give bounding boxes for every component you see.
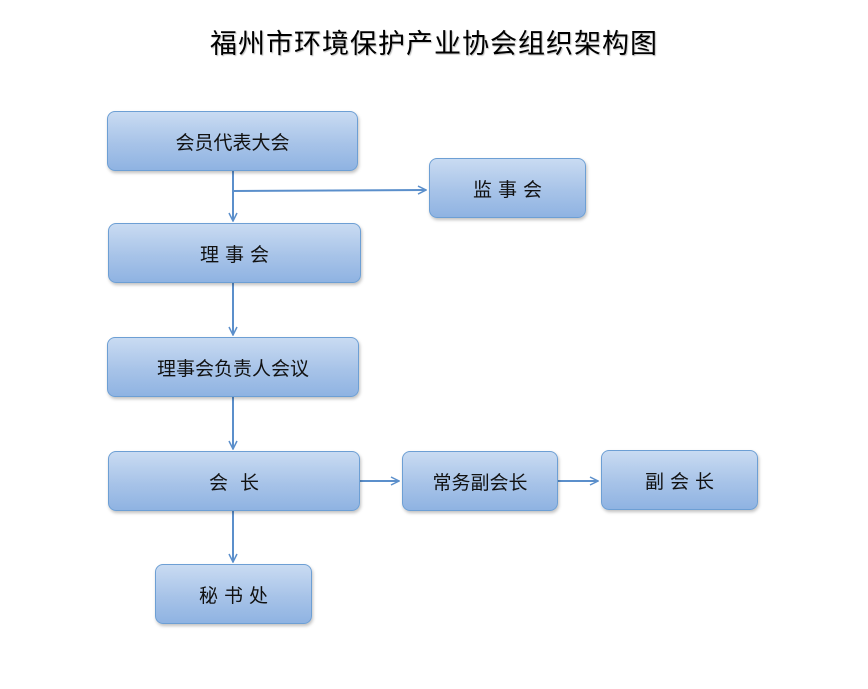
node-executive-vice-president[interactable]: 常务副会长	[402, 451, 558, 511]
node-label: 常务副会长	[432, 471, 528, 494]
node-general-assembly[interactable]: 会员代表大会	[107, 111, 358, 171]
node-label: 监 事 会	[472, 178, 543, 201]
node-label: 副 会 长	[644, 470, 715, 493]
node-president[interactable]: 会 长	[108, 451, 360, 511]
node-label: 理事会负责人会议	[156, 357, 309, 380]
node-council-leaders-meeting[interactable]: 理事会负责人会议	[107, 337, 359, 397]
node-supervisory-board[interactable]: 监 事 会	[429, 158, 586, 218]
chart-title: 福州市环境保护产业协会组织架构图	[210, 29, 658, 60]
node-secretariat[interactable]: 秘 书 处	[155, 564, 312, 624]
node-label: 会员代表大会	[175, 131, 290, 154]
node-council[interactable]: 理 事 会	[108, 223, 361, 283]
node-label: 秘 书 处	[198, 584, 269, 607]
node-vice-president[interactable]: 副 会 长	[601, 450, 758, 510]
connector-assembly-to-supervisory	[232, 190, 426, 191]
node-label: 会 长	[208, 471, 260, 494]
node-label: 理 事 会	[199, 243, 270, 266]
